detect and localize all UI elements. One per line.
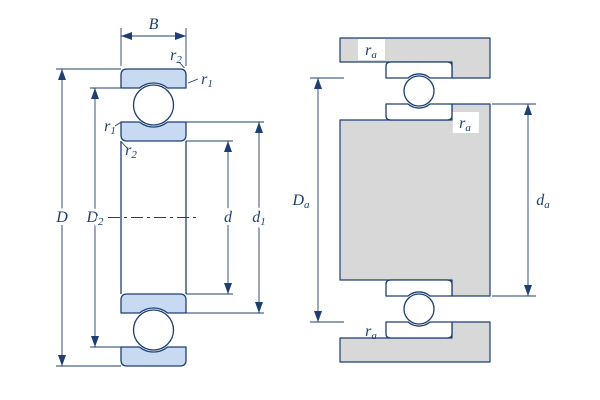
dimension-housing-abutment-Da: Da [291,77,344,323]
label-chamfer-r1-left: r1 [104,118,116,137]
label-chamfer-r2-bottom: r2 [125,142,137,161]
label-outer-shoulder-D2: D2 [85,209,104,228]
bearing-section-upper [385,61,453,121]
dimension-width-B: B [120,16,187,66]
label-shaft-abutment-da: da [536,192,550,211]
bearing-section-lower [120,293,187,367]
label-fillet-ra-right: ra [459,115,471,134]
label-bore-d: d [224,209,233,226]
label-housing-abutment-Da: Da [291,192,310,211]
label-outer-diameter-D: D [55,209,68,226]
bearing-section-lower [385,279,453,339]
left-view-bearing-section: B D D2 d d1 [52,16,269,367]
label-fillet-ra-bottom: ra [365,323,377,342]
right-view-mounted-section: Da da ra ra ra [291,37,550,363]
label-chamfer-r2-top: r2 [170,47,182,66]
label-chamfer-r1-right: r1 [201,71,213,90]
dimension-shaft-abutment-da: da [492,103,550,297]
fillet-labels: ra ra ra [358,39,479,342]
bearing-section-upper [120,68,187,142]
label-fillet-ra-top: ra [365,42,377,61]
label-width-B: B [149,16,159,33]
label-inner-shoulder-d1: d1 [252,209,266,228]
chamfer-labels: r2 r1 r1 r2 [104,47,213,161]
dimension-outer-diameter-D: D [52,68,121,367]
